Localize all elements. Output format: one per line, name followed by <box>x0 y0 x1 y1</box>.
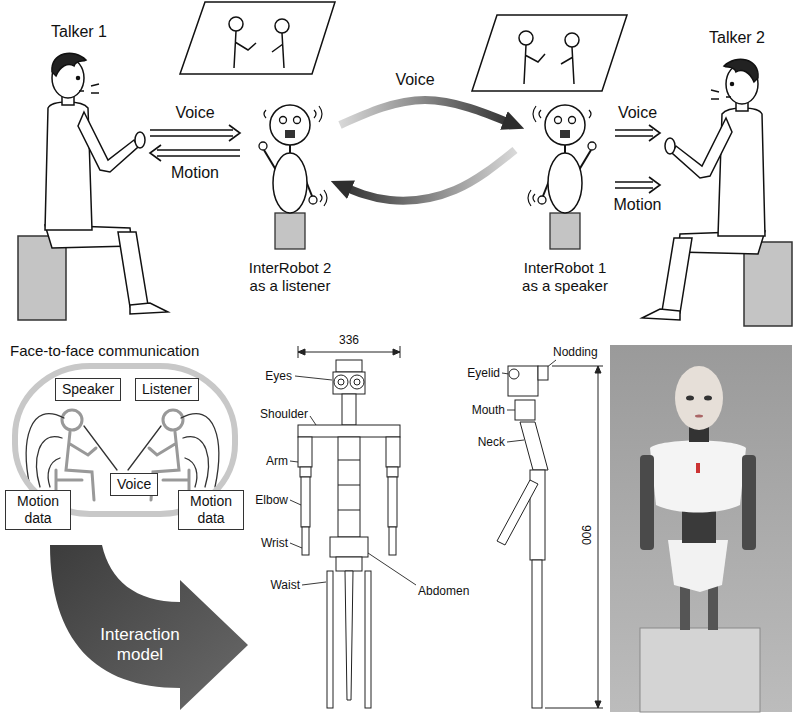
node-text: InterRobot 2 as a listener <box>240 259 340 295</box>
talker-node: Talker 2 <box>660 28 790 322</box>
part-label: Elbow <box>255 493 288 507</box>
role-box: Listener <box>135 378 199 401</box>
part-label: Arm <box>266 454 288 468</box>
model-arrow-shape <box>50 545 248 710</box>
edge-label: Voice <box>615 104 660 122</box>
edge-label: Motion <box>168 164 222 182</box>
edge-label: Voice <box>172 104 217 122</box>
robot-side-view <box>497 366 603 708</box>
node-text: Motion data <box>12 493 64 527</box>
part-label: Abdomen <box>418 584 469 598</box>
part-label: Neck <box>478 435 505 449</box>
robot-node: InterRobot 1 as a speaker <box>515 95 615 295</box>
double-arrow <box>150 125 240 141</box>
dimension-label: 900 <box>579 525 593 545</box>
robot-node: InterRobot 2 as a listener <box>240 95 340 295</box>
data-box: Motion data <box>178 490 244 530</box>
part-label: Eyelid <box>467 366 500 380</box>
node-text: Talker 1 <box>8 22 150 41</box>
leader-line <box>290 360 556 585</box>
edge-label: Voice <box>392 71 437 89</box>
part-label: Nodding <box>553 345 598 359</box>
talker-figure <box>18 53 168 320</box>
edge-label: Motion <box>610 196 664 214</box>
talker-node: Talker 1 <box>8 22 150 322</box>
robot-figure <box>528 105 596 249</box>
data-box: Motion data <box>5 490 71 530</box>
role-box: Speaker <box>55 378 121 401</box>
node-text: Voice <box>117 476 151 493</box>
dimension-label: 336 <box>339 333 359 347</box>
node-text: Listener <box>142 381 192 398</box>
node-text: Speaker <box>62 381 114 398</box>
video-screen <box>180 2 335 74</box>
talker-figure <box>642 59 792 326</box>
node-text: InterRobot 1 as a speaker <box>515 259 615 295</box>
node-text: Talker 2 <box>684 28 790 47</box>
part-label: Eyes <box>265 369 292 383</box>
model-arrow: Interaction model <box>40 540 255 712</box>
robot-front-view <box>298 346 400 708</box>
node-text: Motion data <box>185 493 237 527</box>
double-arrow <box>615 125 660 141</box>
video-screen <box>472 15 627 91</box>
part-label: Waist <box>270 578 300 592</box>
node-text: Interaction model <box>90 625 190 666</box>
node-text: Face-to-face communication <box>10 342 245 360</box>
part-label: Wrist <box>261 536 288 550</box>
transmission-arrow <box>340 150 515 201</box>
part-label: Mouth <box>472 403 505 417</box>
part-label: Shoulder <box>260 407 308 421</box>
double-arrow <box>615 177 660 193</box>
voice-box: Voice <box>110 473 158 496</box>
robot-figure <box>259 105 327 249</box>
double-arrow <box>150 145 240 161</box>
robot-photo <box>610 345 792 712</box>
transmission-arrow <box>340 100 515 125</box>
